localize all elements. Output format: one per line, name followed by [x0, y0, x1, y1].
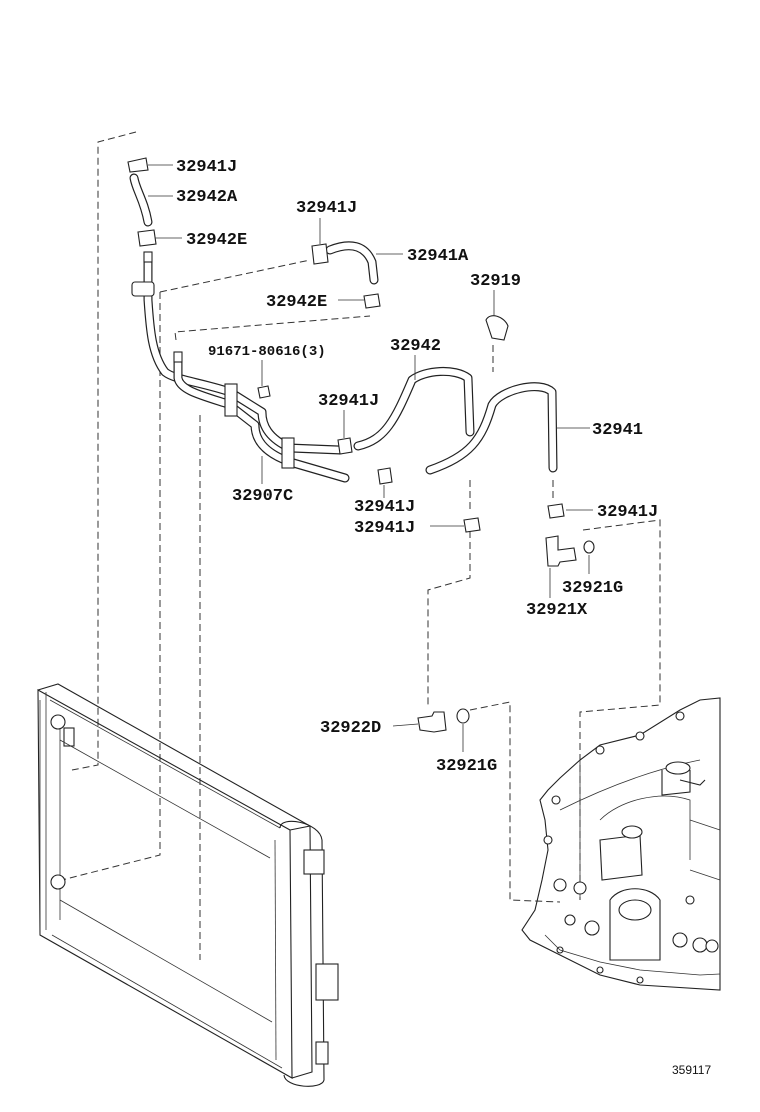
label-32942A: 32942A: [176, 188, 238, 207]
label-32907C: 32907C: [232, 487, 293, 506]
hoses: [129, 173, 558, 475]
label-32921G-upper: 32921G: [562, 579, 623, 598]
label-32941A: 32941A: [407, 247, 469, 266]
label-32942E-middle: 32942E: [266, 293, 327, 312]
label-32941J-middle: 32941J: [318, 392, 379, 411]
oil-cooler-tube-assembly: [131, 251, 350, 483]
part-labels: 32941J 32942A 32942E 32941J 32941A 32919…: [176, 158, 658, 776]
label-32921G-lower: 32921G: [436, 757, 497, 776]
label-32919: 32919: [470, 272, 521, 291]
label-bolt-91671: 91671-80616(3): [208, 344, 326, 360]
label-32921X: 32921X: [526, 601, 588, 620]
label-32941J-lower-a: 32941J: [354, 498, 415, 517]
label-32941J-upper-middle: 32941J: [296, 199, 357, 218]
leader-lines: [148, 164, 593, 752]
reference-lines: [61, 131, 661, 960]
label-32942E-left: 32942E: [186, 231, 247, 250]
small-parts: [127, 157, 595, 733]
label-32941J-top: 32941J: [176, 158, 237, 177]
figure-number: 359117: [672, 1063, 711, 1077]
label-32922D: 32922D: [320, 719, 381, 738]
transmission-illustration: [521, 697, 721, 991]
label-32942: 32942: [390, 337, 441, 356]
label-32941J-right: 32941J: [597, 503, 658, 522]
radiator-illustration: [37, 683, 339, 1087]
label-32941: 32941: [592, 421, 643, 440]
label-32941J-lower-b: 32941J: [354, 519, 415, 538]
